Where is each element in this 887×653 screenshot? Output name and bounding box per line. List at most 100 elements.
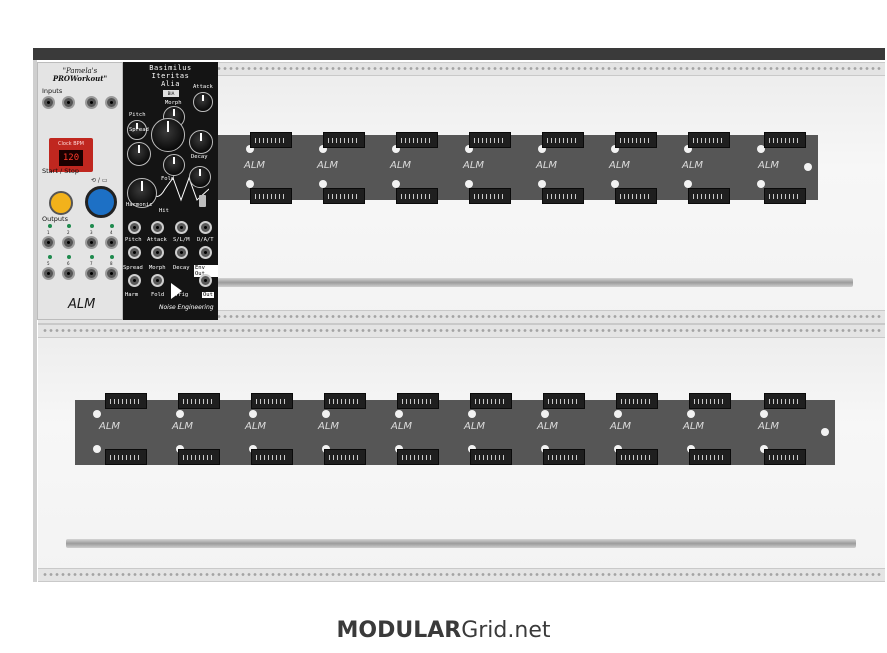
cv-jack[interactable] bbox=[175, 221, 188, 234]
output-jack[interactable] bbox=[62, 267, 75, 280]
spread-label: Spread bbox=[129, 127, 149, 133]
harmonic-knob[interactable] bbox=[127, 178, 157, 208]
output-jack[interactable] bbox=[85, 267, 98, 280]
input-jack[interactable] bbox=[85, 96, 98, 109]
top-rail-row-1 bbox=[38, 62, 885, 76]
jack-label: Spread bbox=[123, 265, 143, 271]
output-number: 5 bbox=[47, 261, 50, 266]
fold-knob[interactable] bbox=[163, 154, 185, 176]
bus-connector: ALM bbox=[754, 393, 816, 465]
bus-connector: ALM bbox=[314, 393, 376, 465]
output-led bbox=[48, 224, 52, 228]
bus-connector: ALM bbox=[313, 132, 375, 204]
audio-out-jack[interactable] bbox=[199, 274, 212, 287]
output-led bbox=[110, 224, 114, 228]
clock-bpm-display: Clock BPM 120 bbox=[49, 138, 93, 172]
jack-label: Fold bbox=[151, 292, 165, 298]
morph-label: Morph bbox=[165, 100, 182, 106]
case-left-side bbox=[33, 60, 37, 582]
brand-bold: MODULAR bbox=[336, 618, 462, 643]
cv-jack[interactable] bbox=[151, 246, 164, 259]
pitch-knob[interactable] bbox=[127, 120, 147, 140]
input-jack[interactable] bbox=[42, 96, 55, 109]
jack-label: Pitch bbox=[125, 237, 142, 243]
output-jack[interactable] bbox=[42, 267, 55, 280]
env-out-jack[interactable] bbox=[199, 246, 212, 259]
cv-jack[interactable] bbox=[151, 221, 164, 234]
bus-connector: ALM bbox=[533, 393, 595, 465]
cv-jack[interactable] bbox=[128, 246, 141, 259]
output-number: 2 bbox=[67, 230, 70, 235]
rail-bar-row-2 bbox=[66, 539, 856, 548]
model-badge: BIA bbox=[163, 90, 179, 97]
output-jack[interactable] bbox=[105, 267, 118, 280]
module-title: "Pamela's PROWorkout" bbox=[52, 67, 108, 83]
jack-label: Morph bbox=[149, 265, 166, 271]
jack-label: Attack bbox=[147, 237, 167, 243]
bus-connector: ALM bbox=[168, 393, 230, 465]
bottom-rail-row-1 bbox=[38, 310, 885, 324]
output-jack[interactable] bbox=[42, 236, 55, 249]
cv-jack[interactable] bbox=[151, 274, 164, 287]
cv-jack[interactable] bbox=[199, 221, 212, 234]
outputs-label: Outputs bbox=[42, 215, 68, 223]
bus-connector: ALM bbox=[606, 393, 668, 465]
cv-jack[interactable] bbox=[128, 221, 141, 234]
decay-knob[interactable] bbox=[189, 130, 213, 154]
bus-connector: ALM bbox=[95, 393, 157, 465]
output-led bbox=[48, 255, 52, 259]
module-title: Basimilus Iteritas Alia bbox=[149, 64, 192, 88]
attack-knob[interactable] bbox=[193, 92, 213, 112]
start-stop-button[interactable] bbox=[49, 191, 73, 215]
rail-bar-row-1 bbox=[163, 278, 853, 287]
input-jack[interactable] bbox=[62, 96, 75, 109]
trigger-button[interactable] bbox=[171, 283, 182, 299]
attack-label: Attack bbox=[193, 84, 213, 90]
bus-connector: ALM bbox=[754, 132, 816, 204]
start-stop-label: Start / Stop bbox=[42, 167, 79, 175]
bottom-rail-row-2 bbox=[38, 568, 885, 582]
spread-knob[interactable] bbox=[151, 118, 185, 152]
output-jack[interactable] bbox=[85, 236, 98, 249]
bus-connector: ALM bbox=[387, 393, 449, 465]
cv-jack[interactable] bbox=[128, 274, 141, 287]
decay-label: Decay bbox=[191, 154, 208, 160]
modulargrid-brand: MODULARGrid.net bbox=[0, 618, 887, 643]
output-number: 3 bbox=[90, 230, 93, 235]
maker-logo: Noise Engineering bbox=[159, 304, 214, 311]
jack-label: Env Out bbox=[194, 265, 218, 277]
fold-label: Fold bbox=[161, 176, 175, 182]
bus-connector: ALM bbox=[386, 132, 448, 204]
bus-connector: ALM bbox=[678, 132, 740, 204]
main-encoder-knob[interactable] bbox=[85, 186, 117, 218]
module-pamelas-pro-workout[interactable]: "Pamela's PROWorkout" Inputs Clock BPM 1… bbox=[37, 62, 123, 320]
bus-connector: ALM bbox=[679, 393, 741, 465]
output-number: 7 bbox=[90, 261, 93, 266]
output-led bbox=[90, 255, 94, 259]
output-led bbox=[67, 224, 71, 228]
inputs-label: Inputs bbox=[42, 87, 63, 95]
hit-label: Hit bbox=[159, 208, 169, 214]
output-led bbox=[90, 224, 94, 228]
bpm-value: 120 bbox=[59, 150, 83, 166]
top-rail-row-2 bbox=[38, 324, 885, 338]
output-led bbox=[67, 255, 71, 259]
bus-connector: ALM bbox=[459, 132, 521, 204]
brand-regular: Grid.net bbox=[461, 618, 551, 643]
out-knob[interactable] bbox=[189, 166, 211, 188]
jack-label: S/L/M bbox=[173, 237, 190, 243]
bus-connector: ALM bbox=[241, 393, 303, 465]
module-basimilus-iteritas-alia[interactable]: Basimilus Iteritas Alia BIA Morph Attack… bbox=[123, 62, 218, 320]
output-number: 1 bbox=[47, 230, 50, 235]
spread-knob-small[interactable] bbox=[127, 142, 151, 166]
input-jack[interactable] bbox=[105, 96, 118, 109]
jack-label: Out bbox=[202, 292, 214, 298]
bus-connector: ALM bbox=[240, 132, 302, 204]
alm-logo: ALM bbox=[68, 297, 96, 312]
output-jack[interactable] bbox=[105, 236, 118, 249]
mode-toggle-switch[interactable] bbox=[199, 195, 206, 207]
output-number: 4 bbox=[110, 230, 113, 235]
cv-jack[interactable] bbox=[175, 246, 188, 259]
output-jack[interactable] bbox=[62, 236, 75, 249]
case-top-edge bbox=[33, 48, 885, 60]
